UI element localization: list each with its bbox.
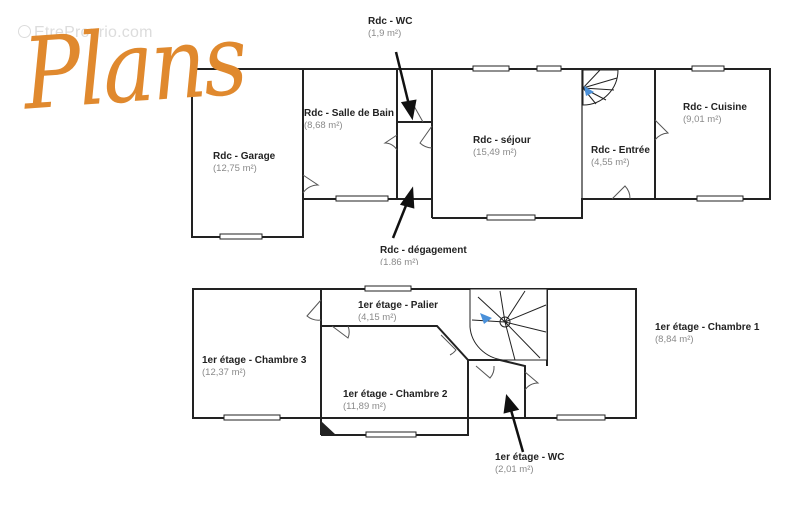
pointer-arrows [391, 51, 525, 453]
corner-marker [321, 421, 336, 435]
room-label-rdc-wc: Rdc - WC(1,9 m²) [368, 16, 413, 39]
wall-cuisine [655, 68, 771, 200]
room-label-chambre3: 1er étage - Chambre 3(12,37 m²) [202, 355, 307, 378]
stairs-etage [469, 288, 548, 361]
room-label-chambre1: 1er étage - Chambre 1(8,84 m²) [655, 322, 760, 345]
title: Plans [19, 2, 249, 133]
room-label-rdc-degagement: Rdc - dégagement(1,86 m²) [380, 245, 467, 265]
watermark: EtreProprio.com [18, 24, 153, 42]
room-label-rdc-sdb: Rdc - Salle de Bain(8,68 m²) [304, 108, 395, 131]
stair-arrow-etage [480, 313, 492, 324]
wall-wc1 [468, 359, 526, 418]
watermark-icon [18, 25, 31, 38]
stairs-rdc [582, 69, 619, 106]
stair-arrow-rdc [584, 86, 594, 96]
room-label-etage-wc: 1er étage - WC(2,01 m²) [495, 452, 565, 475]
watermark-text: EtreProprio.com [34, 24, 153, 41]
room-label-rdc-garage: Rdc - Garage(12,75 m²) [213, 151, 276, 174]
room-label-rdc-sejour: Rdc - séjour(15,49 m²) [473, 135, 531, 158]
wall-etage [192, 288, 637, 419]
room-label-palier: 1er étage - Palier(4,15 m²) [358, 300, 439, 323]
room-label-rdc-entree: Rdc - Entrée(4,55 m²) [591, 145, 650, 168]
wall-sejour [432, 68, 656, 219]
doors [302, 105, 670, 391]
room-label-rdc-cuisine: Rdc - Cuisine(9,01 m²) [683, 102, 747, 125]
windows [219, 65, 744, 438]
room-label-chambre2: 1er étage - Chambre 2(11,89 m²) [343, 389, 448, 412]
